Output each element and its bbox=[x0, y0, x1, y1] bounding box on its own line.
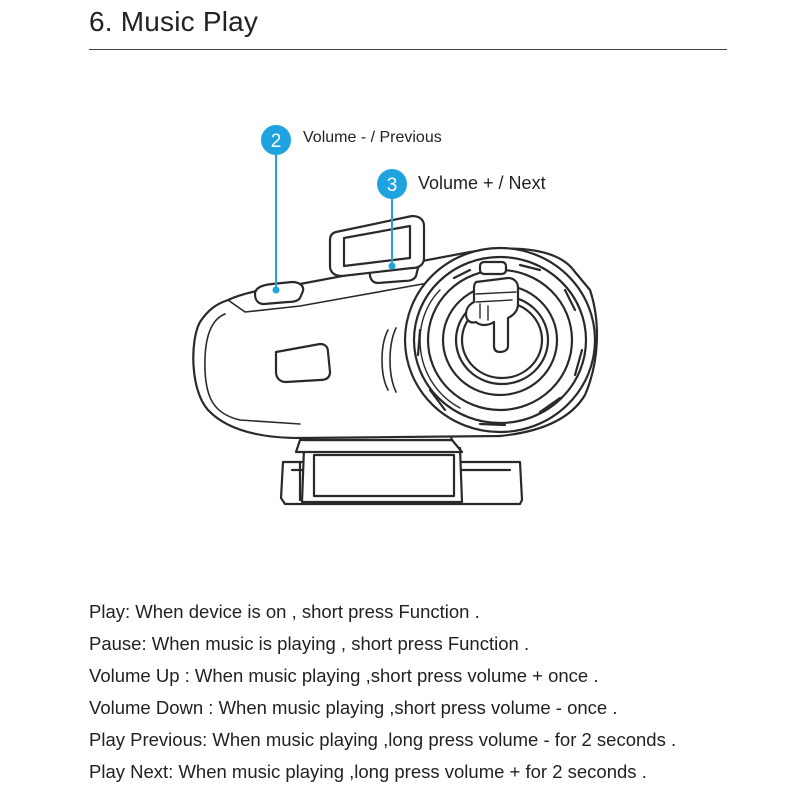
callout-2-badge: 2 bbox=[261, 125, 291, 155]
instruction-volume-down: Volume Down : When music playing ,short … bbox=[89, 697, 618, 718]
title-divider bbox=[89, 49, 727, 50]
instruction-volume-up: Volume Up : When music playing ,short pr… bbox=[89, 665, 599, 686]
instruction-play: Play: When device is on , short press Fu… bbox=[89, 601, 480, 622]
instruction-play-previous: Play Previous: When music playing ,long … bbox=[89, 729, 677, 750]
callout-3-badge: 3 bbox=[377, 169, 407, 199]
device-diagram: 2 3 bbox=[192, 125, 599, 506]
callout-2-number: 2 bbox=[271, 131, 282, 152]
callout-3-label: Volume + / Next bbox=[418, 173, 546, 193]
top-clip bbox=[328, 214, 426, 278]
page-title: 6. Music Play bbox=[89, 6, 259, 37]
callout-dots bbox=[272, 262, 396, 294]
instruction-pause: Pause: When music is playing , short pre… bbox=[89, 633, 530, 654]
callout-3-number: 3 bbox=[387, 175, 398, 196]
pointing-hand-icon bbox=[464, 276, 520, 354]
callout-2-label: Volume - / Previous bbox=[303, 129, 442, 146]
volume-minus-button bbox=[253, 280, 305, 306]
instruction-list: Play: When device is on , short press Fu… bbox=[89, 596, 676, 788]
callout-leaders bbox=[275, 154, 393, 290]
instruction-play-next: Play Next: When music playing ,long pres… bbox=[89, 761, 647, 782]
